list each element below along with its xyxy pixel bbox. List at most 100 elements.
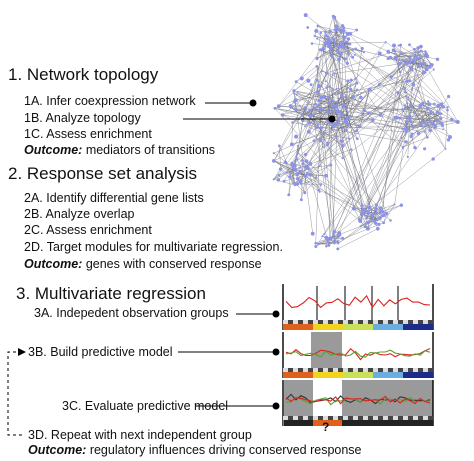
network-node: [314, 102, 317, 106]
network-node: [433, 123, 436, 127]
network-node: [439, 120, 442, 123]
network-node: [404, 130, 408, 133]
network-node: [425, 135, 429, 139]
network-edge: [346, 41, 350, 54]
network-node: [391, 48, 396, 53]
network-edge: [292, 47, 419, 166]
network-edge: [329, 39, 334, 245]
network-edge: [405, 108, 428, 126]
network-node: [351, 94, 355, 99]
network-node: [303, 152, 308, 157]
network-node: [389, 75, 393, 79]
sample-strip: [313, 320, 318, 324]
network-node: [387, 50, 391, 54]
network-node: [349, 87, 353, 91]
network-node: [301, 120, 304, 123]
network-node: [406, 115, 410, 119]
sample-strip: [393, 416, 398, 420]
network-node: [293, 98, 298, 103]
network-node: [434, 118, 438, 122]
step-3c: 3C. Evaluate predictive model: [62, 399, 229, 413]
network-edge: [340, 111, 351, 117]
network-edge: [273, 164, 295, 180]
connector-dot-1b: [328, 115, 336, 123]
network-node: [417, 86, 420, 89]
network-node: [314, 28, 319, 33]
network-node: [318, 107, 321, 110]
network-node: [331, 235, 335, 239]
sample-strip: [418, 320, 423, 324]
sample-strip: [283, 320, 288, 324]
step-2c: 2C. Assess enrichment: [24, 223, 152, 237]
network-node: [447, 94, 451, 99]
network-node: [354, 47, 357, 51]
step-2b: 2B. Analyze overlap: [24, 207, 135, 221]
network-node: [351, 206, 356, 211]
network-edge: [336, 25, 357, 31]
network-node: [399, 203, 403, 207]
network-node: [450, 117, 454, 122]
sample-strip: [383, 368, 388, 372]
sample-strip: [388, 368, 393, 372]
sample-strip: [358, 368, 363, 372]
network-node: [355, 137, 359, 141]
network-edge: [338, 212, 386, 244]
network-node: [319, 126, 323, 130]
network-node: [441, 104, 445, 109]
network-node: [367, 87, 372, 92]
network-edge: [379, 63, 408, 85]
network-node: [293, 167, 298, 172]
network-node: [393, 55, 396, 59]
network-node: [359, 225, 362, 228]
network-edge: [273, 160, 322, 185]
network-node: [296, 150, 299, 153]
network-edge: [325, 41, 386, 44]
network-node: [337, 116, 340, 120]
network-edge: [404, 91, 422, 125]
network-node: [400, 58, 404, 62]
network-edge: [332, 101, 429, 238]
network-edge: [394, 46, 421, 58]
network-node: [301, 162, 305, 166]
network-node: [329, 163, 333, 167]
network-node: [345, 61, 349, 65]
sample-strip: [378, 368, 383, 372]
network-node: [360, 211, 364, 216]
network-node: [316, 123, 320, 127]
network-node: [303, 191, 307, 195]
network-node: [272, 178, 275, 181]
outcome-1-label: Outcome:: [24, 143, 83, 157]
group-color-bar: [372, 420, 402, 426]
network-node: [314, 126, 318, 130]
network-edge: [435, 121, 458, 128]
network-node: [317, 98, 322, 103]
network-edge: [402, 106, 448, 110]
network-node: [431, 157, 435, 161]
network-edge: [417, 47, 427, 70]
network-edge: [424, 120, 437, 133]
connector-dot-3c: [272, 402, 280, 410]
sample-strip: [398, 320, 403, 324]
network-node: [345, 40, 349, 44]
network-node: [339, 52, 343, 56]
network-node: [318, 164, 321, 168]
network-node: [348, 42, 352, 46]
network-node: [334, 34, 337, 37]
sample-strip: [303, 368, 308, 372]
step-3d: 3D. Repeat with next independent group: [28, 428, 252, 442]
network-edge: [299, 101, 338, 168]
network-node: [341, 157, 344, 160]
network-node: [319, 95, 324, 100]
sample-strip: [418, 416, 423, 420]
sample-strip: [363, 416, 368, 420]
sample-strip: [393, 368, 398, 372]
network-node: [401, 127, 404, 130]
network-node: [392, 43, 396, 48]
sample-strip: [418, 368, 423, 372]
sample-strip: [333, 416, 338, 420]
network-node: [295, 182, 300, 186]
network-node: [277, 173, 281, 177]
network-node: [408, 43, 411, 47]
network-node: [305, 171, 309, 175]
network-edge: [395, 58, 405, 89]
